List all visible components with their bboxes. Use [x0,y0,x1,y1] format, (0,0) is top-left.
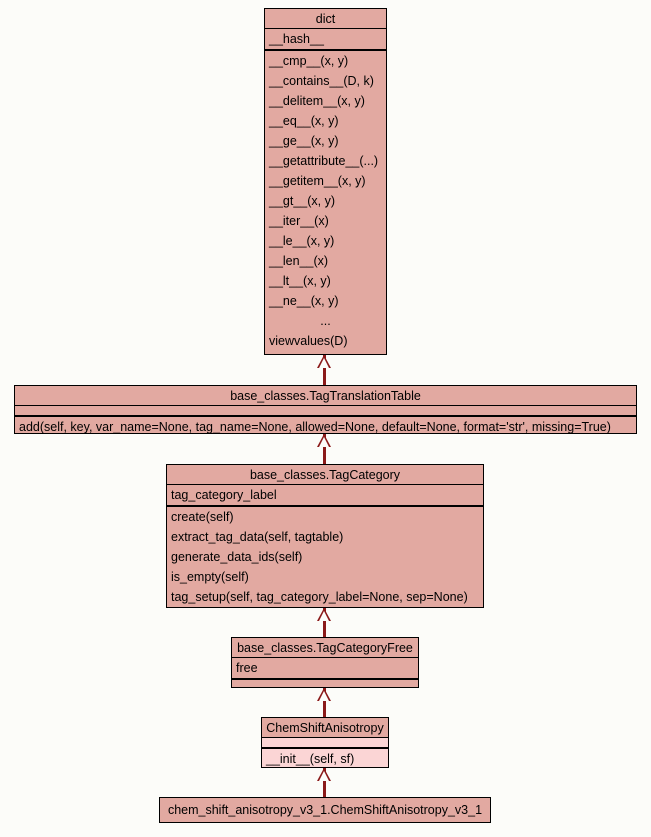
operation-row: __gt__(x, y) [269,194,336,208]
operation-row: create(self) [171,510,234,524]
attributes-compartment-dict: __hash__ [265,29,386,51]
operation-row: extract_tag_data(self, tagtable) [171,530,344,544]
attributes-compartment-tag-category-free: free [232,658,418,680]
operation-row: __ne__(x, y) [269,294,339,308]
class-box-tag-translation-table[interactable]: base_classes.TagTranslationTable add(sel… [14,385,637,434]
generalization-line-tagtranslationtable [323,434,326,465]
operations-empty [232,680,418,689]
generalization-line-chemshiftanisotropy [323,768,326,798]
operation-row: __delitem__(x, y) [269,94,365,108]
attributes-empty [262,738,388,747]
operation-row: tag_setup(self, tag_category_label=None,… [171,590,468,604]
class-box-dict[interactable]: dict __hash__ __cmp__(x, y) __contains__… [264,8,387,355]
operation-row: viewvalues(D) [269,334,348,348]
attribute-row: free [236,661,258,675]
operation-row: is_empty(self) [171,570,249,584]
class-name-chem-shift-anisotropy: ChemShiftAnisotropy [262,718,388,738]
operation-row: __lt__(x, y) [269,274,331,288]
operation-row: __iter__(x) [269,214,329,228]
operation-row: __ge__(x, y) [269,134,339,148]
operations-compartment-chem-shift-anisotropy: __init__(self, sf) [262,749,388,769]
class-name-tag-category-free: base_classes.TagCategoryFree [232,638,418,658]
attributes-compartment-tag-category: tag_category_label [167,485,483,507]
operations-compartment-tag-category-free [232,680,418,689]
operation-row: __getitem__(x, y) [269,174,366,188]
operation-row: __len__(x) [269,254,329,268]
attribute-row: tag_category_label [171,488,277,502]
operation-row: __contains__(D, k) [269,74,374,88]
class-box-tag-category[interactable]: base_classes.TagCategory tag_category_la… [166,464,484,608]
operation-row: add(self, key, var_name=None, tag_name=N… [19,420,611,434]
operations-compartment-tag-translation-table: add(self, key, var_name=None, tag_name=N… [15,417,636,437]
attributes-compartment-tag-translation-table [15,406,636,417]
operation-row: __init__(self, sf) [266,752,355,766]
class-box-chem-shift-anisotropy-v3-1[interactable]: chem_shift_anisotropy_v3_1.ChemShiftAnis… [159,797,491,823]
operation-row: __cmp__(x, y) [269,54,349,68]
class-box-chem-shift-anisotropy[interactable]: ChemShiftAnisotropy __init__(self, sf) [261,717,389,768]
attributes-compartment-chem-shift-anisotropy [262,738,388,749]
class-name-chem-shift-anisotropy-v3-1: chem_shift_anisotropy_v3_1.ChemShiftAnis… [167,803,483,817]
class-name-dict: dict [265,9,386,29]
operations-compartment-dict: __cmp__(x, y) __contains__(D, k) __delit… [265,51,386,351]
operations-compartment-tag-category: create(self) extract_tag_data(self, tagt… [167,507,483,607]
class-name-tag-category: base_classes.TagCategory [167,465,483,485]
generalization-line-tagcategory [323,608,326,639]
generalization-line-dict [323,355,326,387]
generalization-line-tagcategoryfree [323,688,326,718]
class-name-tag-translation-table: base_classes.TagTranslationTable [15,386,636,406]
attribute-row: __hash__ [269,32,324,46]
operation-row: __getattribute__(...) [269,154,379,168]
operation-row: __eq__(x, y) [269,114,339,128]
operation-row: __le__(x, y) [269,234,335,248]
class-box-tag-category-free[interactable]: base_classes.TagCategoryFree free [231,637,419,688]
operation-row-ellipsis: ... [320,314,331,328]
operation-row: generate_data_ids(self) [171,550,303,564]
attributes-empty [15,406,636,415]
